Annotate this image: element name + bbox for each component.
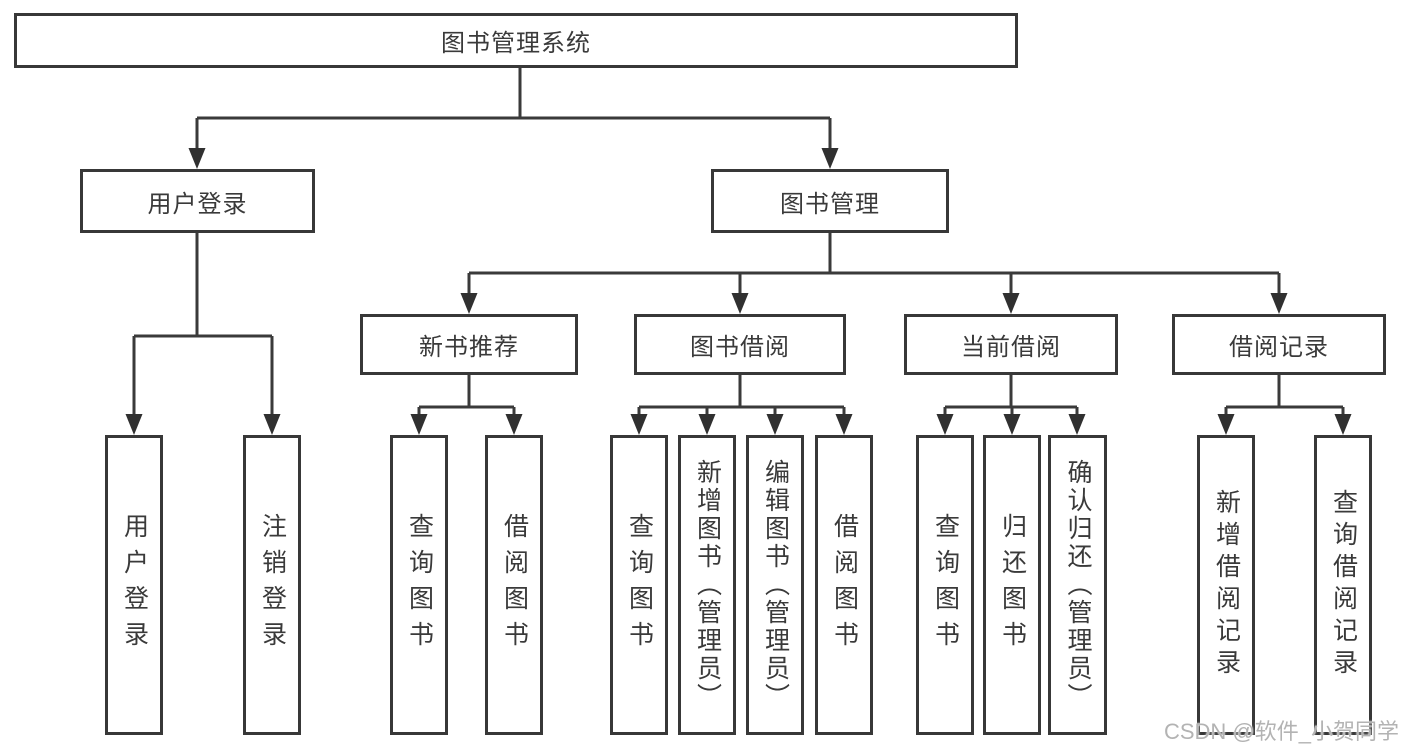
node-current-borrowing: 当前借阅	[904, 314, 1118, 375]
node-borrow-records: 借阅记录	[1172, 314, 1386, 375]
node-root-system: 图书管理系统	[14, 13, 1018, 68]
leaf-borrow-books-newbooks: 借阅图书	[485, 435, 543, 735]
watermark-text: CSDN @软件_小贺同学	[1163, 719, 1399, 744]
leaf-borrow-books-borrowing: 借阅图书	[815, 435, 873, 735]
leaf-query-books-newbooks: 查询图书	[390, 435, 448, 735]
node-book-borrowing: 图书借阅	[634, 314, 846, 375]
node-book-management: 图书管理	[711, 169, 949, 233]
node-user-login: 用户登录	[80, 169, 315, 233]
leaf-query-books-borrowing: 查询图书	[610, 435, 668, 735]
leaf-query-borrow-record: 查询借阅记录	[1314, 435, 1372, 735]
leaf-edit-books-admin: 编辑图书（管理员）	[746, 435, 804, 735]
leaf-query-books-current: 查询图书	[916, 435, 974, 735]
leaf-add-books-admin: 新增图书（管理员）	[678, 435, 736, 735]
leaf-confirm-return-admin: 确认归还（管理员）	[1048, 435, 1107, 735]
leaf-add-borrow-record: 新增借阅记录	[1197, 435, 1255, 735]
node-new-books: 新书推荐	[360, 314, 578, 375]
leaf-logout: 注销登录	[243, 435, 301, 735]
leaf-return-books: 归还图书	[983, 435, 1041, 735]
leaf-user-login: 用户登录	[105, 435, 163, 735]
